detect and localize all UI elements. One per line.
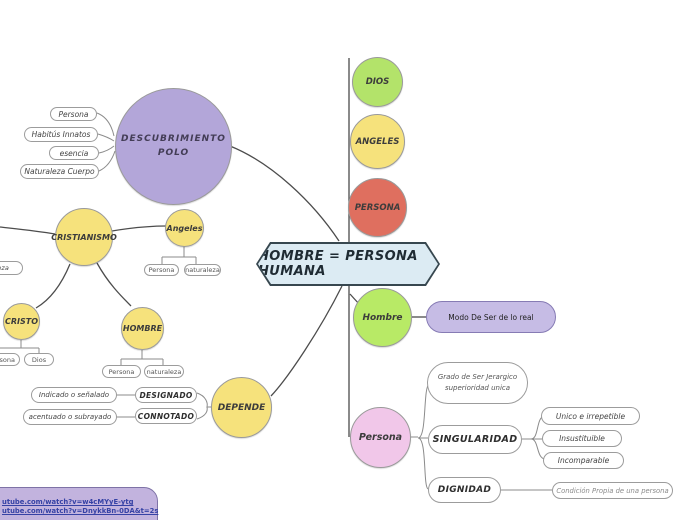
item-hombre-naturaleza-label: naturaleza xyxy=(146,367,182,376)
central-topic-label: HOMBRE = PERSONA HUMANA xyxy=(258,244,438,284)
item-condicion-propia[interactable]: Condición Propia de una persona xyxy=(552,482,673,499)
item-unico-irrepetible-label: Unico e irrepetible xyxy=(555,411,626,421)
node-angeles-sub[interactable]: Angeles xyxy=(165,209,204,247)
node-cristo-label: CRISTO xyxy=(4,317,39,326)
item-acentuado-subrayado[interactable]: acentuado o subrayado xyxy=(23,409,117,425)
label-grado-line2: superioridad unica xyxy=(444,384,511,392)
edge-label-naturaleza-cut[interactable]: naturaleza xyxy=(0,261,23,275)
item-naturaleza-cuerpo-label: Naturaleza Cuerpo xyxy=(24,167,95,176)
item-habitus-innatos-label: Habitús Innatos xyxy=(31,130,91,139)
item-angeles-persona-label: Persona xyxy=(148,266,175,274)
node-designado[interactable]: DESIGNADO xyxy=(135,387,197,403)
node-descubrimiento-polo[interactable]: DESCUBRIMIENTO POLO xyxy=(115,88,232,205)
item-acentuado-subrayado-label: acentuado o subrayado xyxy=(28,413,112,421)
item-condicion-propia-label: Condición Propia de una persona xyxy=(556,486,669,495)
link-youtube-1[interactable]: utube.com/watch?v=w4cMYyE-ytg xyxy=(2,498,134,506)
node-connotado-label: CONNOTADO xyxy=(137,411,195,421)
node-depende[interactable]: DEPENDE xyxy=(211,377,272,438)
item-incomparable[interactable]: Incomparable xyxy=(543,452,624,469)
node-persona-trunk[interactable]: PERSONA xyxy=(348,178,407,237)
node-cristo[interactable]: CRISTO xyxy=(3,303,40,340)
node-descubrimiento-line1: DESCUBRIMIENTO xyxy=(121,134,226,144)
item-polo-persona-label: Persona xyxy=(58,109,89,119)
label-modo-de-ser[interactable]: Modo De Ser de lo real xyxy=(426,301,556,333)
node-depende-label: DEPENDE xyxy=(217,402,266,413)
item-habitus-innatos[interactable]: Habitús Innatos xyxy=(24,127,98,142)
item-cristo-dios-label: Dios xyxy=(31,355,47,364)
node-connotado[interactable]: CONNOTADO xyxy=(135,408,197,424)
node-persona-pink[interactable]: Persona xyxy=(350,407,411,468)
link-youtube-2[interactable]: utube.com/watch?v=DnykkBn-0DA&t=2s xyxy=(2,507,159,515)
item-esencia[interactable]: esencia xyxy=(49,146,99,160)
links-note[interactable] xyxy=(0,487,158,520)
item-cristo-persona[interactable]: Persona xyxy=(0,353,20,366)
item-angeles-persona[interactable]: Persona xyxy=(144,264,179,276)
node-cristianismo[interactable]: CRISTIANISMO xyxy=(51,208,117,266)
item-insustituible-label: Insustituible xyxy=(559,434,605,443)
node-dignidad-label: DIGNIDAD xyxy=(437,485,492,495)
item-cristo-persona-label: Persona xyxy=(0,355,15,364)
label-grado-line1: Grado de Ser Jerargico xyxy=(437,372,518,381)
node-dios[interactable]: DIOS xyxy=(352,57,403,107)
node-hombre-real[interactable]: Hombre xyxy=(353,288,412,347)
item-naturaleza-cuerpo[interactable]: Naturaleza Cuerpo xyxy=(20,164,99,179)
item-polo-persona[interactable]: Persona xyxy=(50,107,97,121)
item-angeles-naturaleza[interactable]: naturaleza xyxy=(184,264,221,276)
node-hombre-sub-label: HOMBRE xyxy=(122,324,163,333)
item-hombre-persona[interactable]: Persona xyxy=(102,365,141,378)
item-esencia-label: esencia xyxy=(59,148,89,158)
node-angeles-sub-label: Angeles xyxy=(166,223,203,233)
item-indicado-senalado-label: Indicado o señalado xyxy=(38,391,110,399)
item-hombre-persona-label: Persona xyxy=(108,367,135,376)
node-hombre-real-label: Hombre xyxy=(362,312,403,323)
item-indicado-senalado[interactable]: Indicado o señalado xyxy=(31,387,117,403)
node-singularidad-label: SINGULARIDAD xyxy=(432,434,518,445)
node-persona-pink-label: Persona xyxy=(358,432,403,443)
node-dignidad[interactable]: DIGNIDAD xyxy=(428,477,501,503)
node-persona-trunk-label: PERSONA xyxy=(354,202,401,213)
node-dios-label: DIOS xyxy=(365,77,390,87)
node-cristianismo-label: CRISTIANISMO xyxy=(51,232,117,242)
edge-label-naturaleza-text: naturaleza xyxy=(0,264,9,272)
node-descubrimiento-line2: POLO xyxy=(157,147,190,158)
item-incomparable-label: Incomparable xyxy=(557,456,610,465)
item-unico-irrepetible[interactable]: Unico e irrepetible xyxy=(541,407,640,425)
label-modo-de-ser-text: Modo De Ser de lo real xyxy=(448,312,534,322)
node-singularidad[interactable]: SINGULARIDAD xyxy=(428,425,522,454)
node-angeles-trunk[interactable]: ANGELES xyxy=(350,114,405,169)
node-angeles-trunk-label: ANGELES xyxy=(355,136,400,147)
item-insustituible[interactable]: Insustituible xyxy=(542,430,622,447)
label-grado-jerarquico[interactable]: Grado de Ser Jerargico superioridad unic… xyxy=(427,362,528,404)
item-cristo-dios[interactable]: Dios xyxy=(24,353,54,366)
node-hombre-sub[interactable]: HOMBRE xyxy=(121,307,164,350)
item-angeles-naturaleza-label: naturaleza xyxy=(185,266,220,274)
node-designado-label: DESIGNADO xyxy=(139,390,193,400)
item-hombre-naturaleza[interactable]: naturaleza xyxy=(144,365,184,378)
central-topic[interactable]: HOMBRE = PERSONA HUMANA xyxy=(256,242,440,286)
